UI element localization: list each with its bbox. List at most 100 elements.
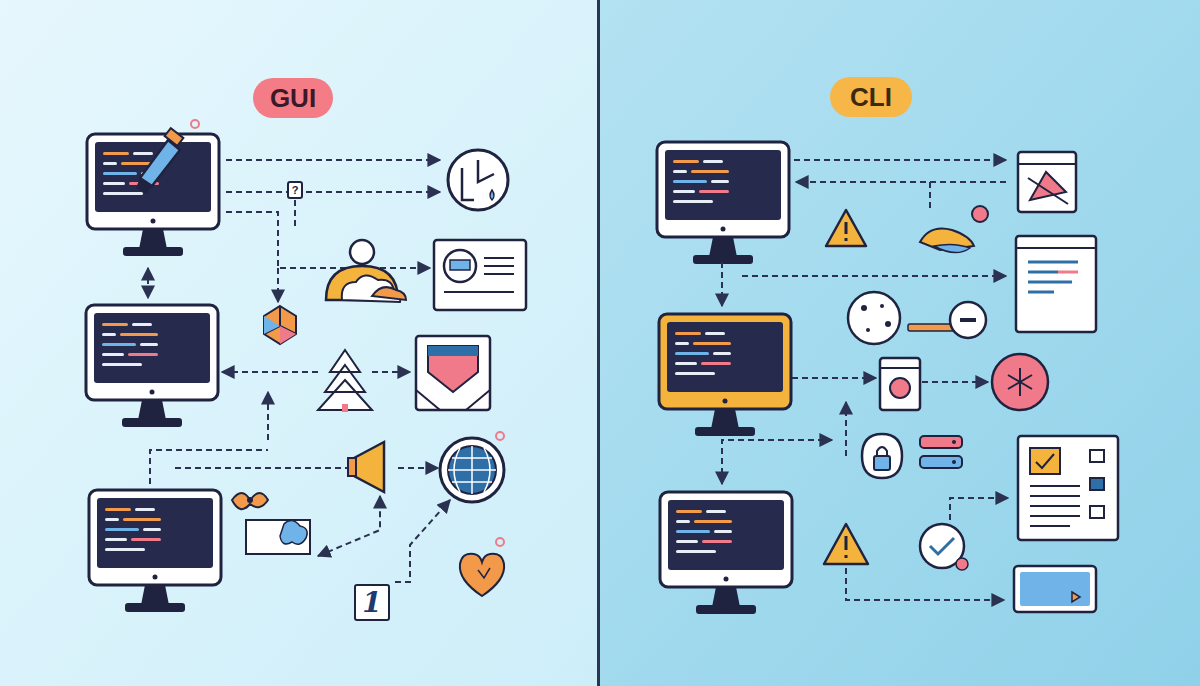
key-icon — [908, 302, 986, 338]
flow-arrows — [742, 275, 1006, 277]
form-card — [1090, 450, 1104, 462]
image-card — [1018, 152, 1076, 212]
flow-arrows — [846, 568, 1004, 600]
node-text: 1 — [362, 586, 381, 619]
flow-arrows — [721, 262, 723, 306]
warning-icon — [845, 222, 848, 241]
flow-arrows — [318, 496, 380, 556]
gauge-icon — [866, 328, 870, 332]
megaphone-icon — [348, 442, 384, 492]
monitor-icons — [87, 134, 219, 256]
warning-icon — [824, 524, 868, 564]
person-icon — [326, 240, 406, 302]
key-icon — [960, 318, 976, 322]
cube-icon — [264, 306, 296, 344]
form-card — [1030, 486, 1080, 526]
megaphone-icon — [348, 458, 356, 476]
warning-icon — [826, 210, 866, 246]
note-card — [246, 520, 310, 554]
monitor-icons — [660, 492, 792, 614]
cube-icon — [264, 306, 296, 344]
device-icon — [890, 378, 910, 398]
bird-icon — [972, 206, 988, 222]
monitor-icons — [659, 314, 791, 436]
person-icon — [372, 287, 406, 300]
shield-card — [416, 336, 490, 410]
device-icon — [880, 358, 920, 410]
snowflake-icon — [1008, 368, 1032, 396]
title-pill: GUI — [253, 78, 333, 118]
document-card — [450, 260, 470, 270]
image-card — [1018, 152, 1076, 212]
flow-arrows — [147, 268, 149, 298]
shield-card — [416, 390, 490, 410]
video-card — [1072, 592, 1080, 602]
tree-icon — [318, 350, 372, 412]
pen-icon — [140, 140, 180, 186]
monitor-icons — [89, 490, 221, 612]
warning-icon — [824, 210, 868, 564]
server-icon — [920, 456, 962, 468]
globe-icon — [448, 446, 496, 494]
note-card — [246, 520, 310, 554]
globe-icon — [496, 432, 504, 440]
clock-icon — [462, 160, 494, 200]
flow-arrows — [929, 182, 931, 212]
flow-arrows — [398, 467, 438, 469]
tree-icon — [342, 404, 348, 412]
lock-icon — [874, 456, 890, 470]
document-card — [1016, 236, 1096, 332]
pen-icon — [136, 120, 199, 194]
tree-icon — [318, 350, 372, 410]
background — [0, 0, 600, 686]
lock-icon — [862, 434, 902, 478]
document-card — [434, 240, 526, 310]
megaphone-icon — [354, 442, 384, 492]
lock-icon — [862, 434, 902, 478]
pen-icon — [191, 120, 199, 128]
snowflake-icon — [992, 354, 1048, 410]
device-icon — [880, 358, 920, 410]
background — [597, 0, 600, 686]
flow-arrows — [226, 159, 440, 161]
flow-arrows — [922, 381, 988, 383]
cube-icon — [264, 316, 280, 334]
document-card — [1028, 262, 1078, 292]
video-card — [1014, 566, 1096, 612]
flow-arrows — [395, 500, 450, 582]
image-card — [1018, 163, 1076, 165]
gauge-icon — [848, 292, 900, 344]
heart-icon — [478, 568, 490, 578]
form-card — [1036, 454, 1054, 468]
shield-card — [428, 346, 478, 356]
pen-icon — [136, 178, 152, 194]
form-card — [1090, 506, 1104, 518]
flow-arrows — [372, 371, 410, 373]
bow-icon — [247, 497, 253, 503]
gauge-icon — [848, 292, 900, 344]
document-card — [444, 250, 476, 282]
check-icon — [920, 524, 968, 570]
flow-arrows — [175, 467, 350, 469]
bird-icon — [934, 244, 970, 252]
globe-icon — [440, 438, 504, 502]
shield-card — [416, 336, 490, 410]
video-card — [1014, 566, 1096, 612]
globe-icon — [440, 432, 504, 502]
node-text: GUI — [270, 83, 316, 114]
clock-icon — [448, 150, 508, 210]
clock-icon — [490, 190, 494, 200]
snowflake-icon — [992, 354, 1048, 410]
shield-card — [428, 346, 478, 392]
flow-arrows — [796, 181, 1006, 183]
lock-icon — [877, 447, 887, 456]
form-card — [1030, 448, 1060, 474]
gauge-icon — [885, 321, 891, 327]
document-card — [434, 240, 526, 310]
note-card — [280, 520, 307, 544]
person-icon — [350, 240, 374, 264]
flow-arrows — [222, 371, 318, 373]
